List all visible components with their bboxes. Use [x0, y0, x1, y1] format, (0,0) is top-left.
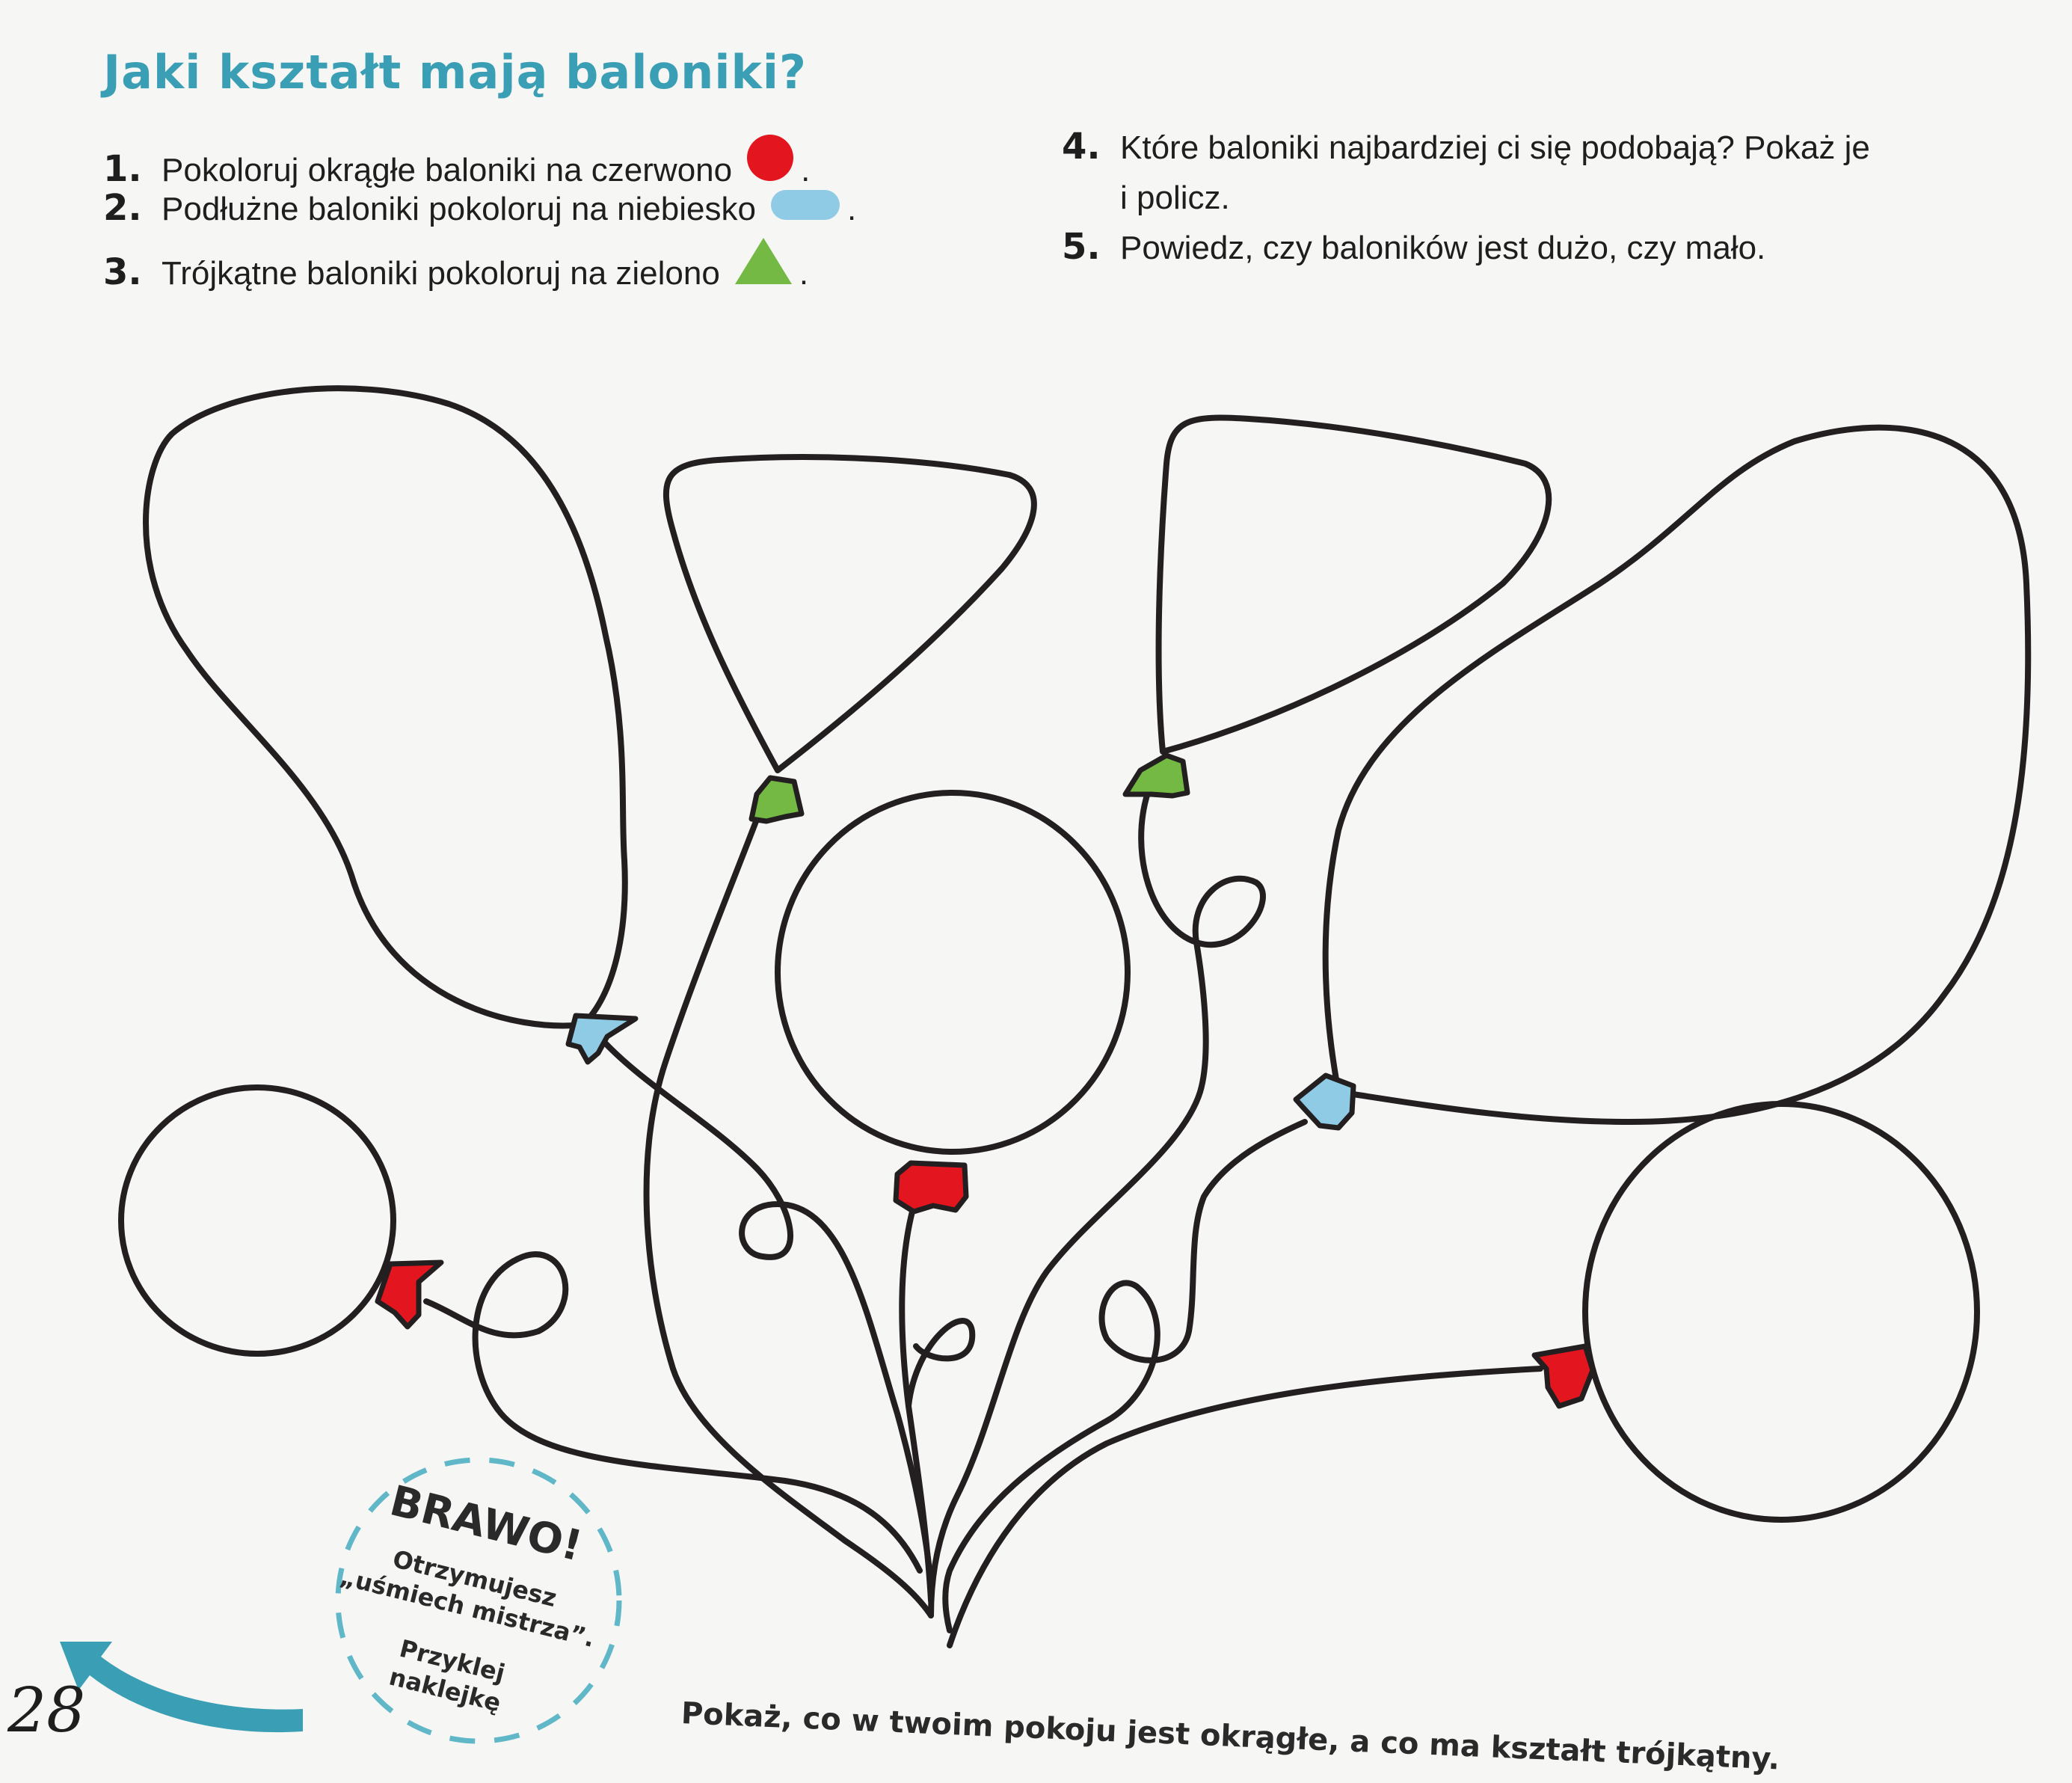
balloon-round-left — [118, 1084, 396, 1357]
task-1: 1. Pokoloruj okrągłe baloniki na czerwon… — [103, 135, 810, 190]
string-left-round — [423, 1251, 923, 1574]
task-3: 3. Trójkątne baloniki pokoloruj na zielo… — [103, 238, 808, 293]
knot-red-center — [893, 1160, 969, 1215]
task-end: . — [799, 255, 809, 292]
green-triangle-icon — [734, 238, 792, 284]
string-round-center-loop — [906, 1318, 976, 1409]
blue-oval-icon — [771, 190, 840, 220]
knot-green-right — [1122, 752, 1190, 799]
task-number: 5. — [1062, 226, 1101, 268]
task-5: 5. Powiedz, czy baloników jest dużo, czy… — [1062, 226, 1765, 268]
string-round-right — [947, 1366, 1543, 1648]
task-4-continuation: i policz. — [1120, 179, 1230, 216]
badge-circle — [335, 1457, 622, 1744]
knot-blue-right — [1293, 1072, 1356, 1131]
string-oblong-left — [599, 1037, 934, 1589]
knot-green-middle — [748, 775, 805, 824]
task-end: . — [847, 191, 857, 227]
task-text: Podłużne baloniki pokoloruj na niebiesko — [162, 191, 756, 227]
string-oblong-right — [942, 1119, 1308, 1633]
string-triangle-middle — [643, 805, 934, 1618]
knot-red-left — [375, 1259, 444, 1330]
task-end: . — [801, 152, 811, 188]
red-circle-icon — [747, 135, 794, 181]
task-number: 4. — [1062, 126, 1101, 168]
balloon-oblong-top-left — [143, 385, 628, 1029]
task-number: 1. — [103, 148, 142, 190]
balloon-triangle-right — [1155, 414, 1552, 755]
task-text: Pokoloruj okrągłe baloniki na czerwono — [162, 152, 733, 188]
balloon-oblong-right — [1322, 424, 2032, 1125]
knot-red-right — [1531, 1343, 1596, 1409]
task-number: 2. — [103, 187, 142, 229]
balloon-round-right — [1582, 1101, 1980, 1523]
balloon-triangle-middle — [663, 454, 1037, 773]
knot-blue-left — [565, 1013, 639, 1065]
task-text: Powiedz, czy baloników jest dużo, czy ma… — [1120, 230, 1766, 266]
task-4: 4. Które baloniki najbardziej ci się pod… — [1062, 126, 1870, 168]
task-text: Które baloniki najbardziej ci się podoba… — [1120, 129, 1870, 166]
balloon-round-center — [775, 790, 1131, 1155]
arrow-icon — [60, 1642, 303, 1733]
string-triangle-right — [928, 790, 1266, 1618]
page-number: 28 — [7, 1675, 86, 1746]
task-number: 3. — [103, 251, 142, 293]
task-2: 2. Podłużne baloniki pokoloruj na niebie… — [103, 187, 856, 229]
page-title: Jaki kształt mają baloniki? — [103, 45, 807, 99]
task-text: Trójkątne baloniki pokoloruj na zielono — [162, 255, 720, 292]
